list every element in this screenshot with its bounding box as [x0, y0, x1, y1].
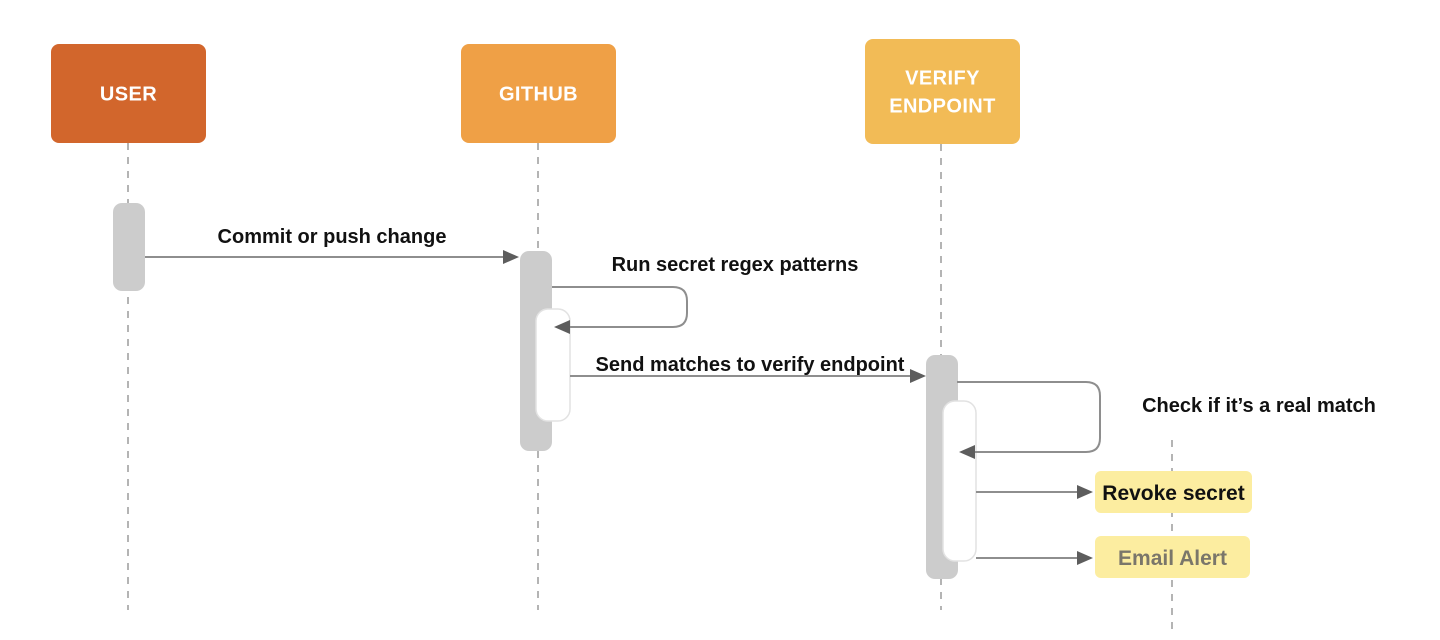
note-revoke-secret-label: Revoke secret: [1102, 482, 1244, 505]
participant-verify[interactable]: VERIFY ENDPOINT: [865, 39, 1020, 144]
activations-layer: [113, 203, 977, 579]
lifelines-layer: [127, 143, 1173, 630]
message-msg-revoke[interactable]: [976, 485, 1093, 499]
message-label-msg-check-match: Check if it’s a real match: [1142, 395, 1376, 417]
self-loop-path-msg-check-match: [957, 381, 1101, 453]
participant-box-github[interactable]: [461, 44, 616, 143]
participants-layer: USER GITHUB VERIFY ENDPOINT: [51, 39, 1020, 144]
note-email-alert[interactable]: Email Alert: [1095, 536, 1250, 578]
participant-label-verify: VERIFY: [905, 68, 980, 90]
message-label-msg-run-regex: Run secret regex patterns: [612, 254, 859, 276]
activation-bar-user-outer: [113, 203, 145, 291]
arrow-head-msg-run-regex: [554, 320, 570, 334]
note-revoke-secret[interactable]: Revoke secret: [1095, 471, 1252, 513]
note-revoke-secret-box[interactable]: [1095, 471, 1252, 513]
participant-label-verify: ENDPOINT: [889, 96, 996, 118]
participant-box-user[interactable]: [51, 44, 206, 143]
arrow-head-msg-send-matches: [910, 369, 926, 383]
note-email-alert-box[interactable]: [1095, 536, 1250, 578]
self-loop-path-msg-run-regex: [552, 286, 688, 328]
message-msg-check-match[interactable]: Check if it’s a real match: [957, 381, 1376, 459]
activation-bar-github-inner: [535, 308, 571, 422]
message-label-msg-send-matches: Send matches to verify endpoint: [596, 354, 905, 376]
note-email-alert-label: Email Alert: [1118, 547, 1227, 570]
participant-label-github: GITHUB: [499, 84, 578, 106]
message-label-msg-commit: Commit or push change: [218, 226, 447, 248]
arrow-head-msg-commit: [503, 250, 519, 264]
message-msg-send-matches[interactable]: Send matches to verify endpoint: [570, 354, 926, 383]
message-msg-email[interactable]: [976, 551, 1093, 565]
activation-bar-verify-inner: [942, 400, 977, 562]
message-msg-run-regex[interactable]: Run secret regex patterns: [552, 254, 858, 334]
arrow-head-msg-email: [1077, 551, 1093, 565]
participant-github[interactable]: GITHUB: [461, 44, 616, 143]
participant-box-verify[interactable]: [865, 39, 1020, 144]
message-msg-commit[interactable]: Commit or push change: [145, 226, 519, 264]
arrow-head-msg-revoke: [1077, 485, 1093, 499]
participant-user[interactable]: USER: [51, 44, 206, 143]
participant-label-user: USER: [100, 84, 157, 106]
arrow-head-msg-check-match: [959, 445, 975, 459]
